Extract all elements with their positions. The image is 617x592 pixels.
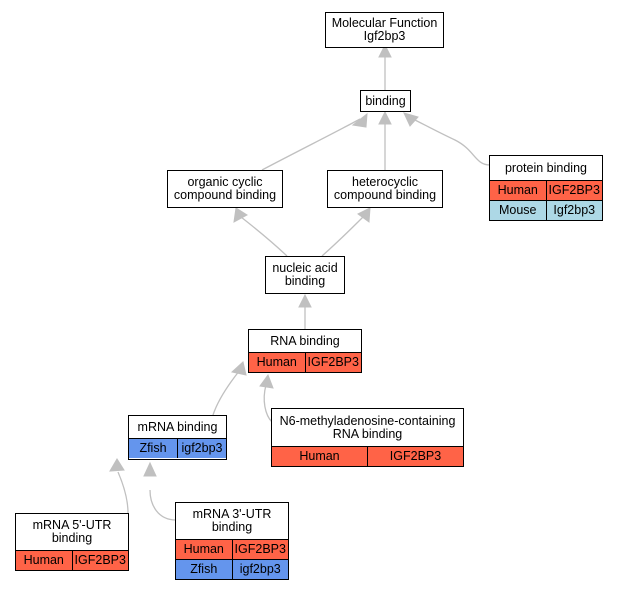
node-label-line2: compound binding bbox=[333, 188, 437, 202]
node-rna-binding[interactable]: RNA binding Human IGF2BP3 bbox=[248, 329, 362, 373]
node-mrna-binding[interactable]: mRNA binding Zfish igf2bp3 bbox=[128, 415, 227, 460]
node-label-line2: RNA binding bbox=[332, 426, 403, 441]
species-cell: Human bbox=[256, 355, 297, 369]
edge-organic-to-binding bbox=[261, 118, 361, 171]
species-cell: Human bbox=[497, 183, 538, 197]
arrowhead-binding-right bbox=[403, 112, 419, 127]
annotation-row-human: Human IGF2BP3 bbox=[249, 352, 361, 372]
gene-cell: IGF2BP3 bbox=[304, 353, 362, 372]
node-mrna-3utr-binding[interactable]: mRNA 3'-UTR binding Human IGF2BP3 Zfish … bbox=[175, 502, 289, 580]
node-binding[interactable]: binding bbox=[360, 90, 411, 112]
node-label: mRNA binding bbox=[137, 419, 218, 434]
node-organic-cyclic-compound-binding[interactable]: organic cyclic compound binding bbox=[167, 170, 283, 208]
edge-m6a-to-rna bbox=[263, 384, 273, 423]
gene-cell: IGF2BP3 bbox=[545, 181, 603, 200]
node-label: binding bbox=[365, 93, 406, 108]
species-cell: Zfish bbox=[190, 562, 218, 576]
species-cell: Human bbox=[183, 542, 224, 556]
annotation-row-human: Human IGF2BP3 bbox=[16, 550, 128, 570]
node-label-line1: organic cyclic bbox=[187, 175, 263, 189]
species-cell: Human bbox=[299, 449, 340, 463]
arrowhead-binding-left bbox=[351, 112, 368, 128]
node-molecular-function[interactable]: Molecular Function Igf2bp3 bbox=[325, 12, 444, 48]
node-heterocyclic-compound-binding[interactable]: heterocyclic compound binding bbox=[327, 170, 443, 208]
node-label-line2: compound binding bbox=[173, 188, 277, 202]
annotation-row-mouse: Mouse Igf2bp3 bbox=[490, 200, 602, 220]
node-label-line2: binding bbox=[51, 531, 93, 545]
gene-cell: IGF2BP3 bbox=[231, 540, 289, 559]
node-label-line1: Molecular Function bbox=[331, 16, 438, 30]
node-mrna-5utr-binding[interactable]: mRNA 5'-UTR binding Human IGF2BP3 bbox=[15, 513, 129, 571]
gene-cell: IGF2BP3 bbox=[367, 447, 463, 466]
arrowhead-rna-right bbox=[259, 373, 274, 389]
node-label: RNA binding bbox=[270, 333, 340, 348]
node-nucleic-acid-binding[interactable]: nucleic acid binding bbox=[265, 256, 345, 294]
annotation-row-human: Human IGF2BP3 bbox=[272, 446, 463, 466]
node-label-line2: Igf2bp3 bbox=[363, 29, 406, 43]
arrowhead-mrna-right bbox=[143, 461, 157, 477]
annotation-row-human: Human IGF2BP3 bbox=[176, 539, 288, 559]
node-label-line1: mRNA 5'-UTR bbox=[32, 518, 112, 532]
species-cell: Human bbox=[23, 553, 64, 567]
node-label-line2: binding bbox=[284, 274, 326, 288]
arrowhead-hetero bbox=[357, 207, 371, 223]
edge-nucleic-to-hetero bbox=[321, 216, 364, 257]
species-cell: Mouse bbox=[498, 203, 537, 217]
annotation-row-zfish: Zfish igf2bp3 bbox=[176, 559, 288, 579]
node-protein-binding[interactable]: protein binding Human IGF2BP3 Mouse Igf2… bbox=[489, 155, 603, 221]
arrowhead-mrna-left bbox=[109, 458, 125, 472]
node-label-line1: mRNA 3'-UTR bbox=[192, 507, 272, 521]
arrowhead-binding-center bbox=[378, 110, 392, 125]
node-label: protein binding bbox=[504, 160, 587, 175]
arrowhead-root bbox=[378, 43, 392, 58]
gene-cell: igf2bp3 bbox=[177, 439, 226, 458]
arrowhead-nucleic bbox=[298, 293, 312, 308]
edge-utr5-to-mrna bbox=[117, 471, 129, 514]
node-label-line1: nucleic acid bbox=[272, 261, 338, 275]
gene-cell: IGF2BP3 bbox=[71, 551, 129, 570]
node-n6-methyladenosine-containing-rna-binding[interactable]: N6-methyladenosine-containing RNA bindin… bbox=[271, 408, 464, 467]
arrowhead-organic bbox=[233, 207, 248, 223]
edge-nucleic-to-organic bbox=[240, 216, 288, 257]
edge-protein-to-binding bbox=[412, 118, 491, 166]
gene-cell: Igf2bp3 bbox=[545, 201, 603, 220]
gene-cell: igf2bp3 bbox=[231, 560, 289, 579]
arrowhead-rna-left bbox=[230, 361, 247, 376]
edge-mrna-to-rna bbox=[212, 369, 241, 416]
annotation-row-human: Human IGF2BP3 bbox=[490, 180, 602, 200]
node-label-line1: heterocyclic bbox=[352, 175, 418, 189]
annotation-row-zfish: Zfish igf2bp3 bbox=[129, 438, 226, 458]
node-label-line1: N6-methyladenosine-containing bbox=[279, 413, 456, 428]
node-label-line2: binding bbox=[211, 520, 253, 534]
species-cell: Zfish bbox=[139, 441, 167, 455]
edge-utr3-to-mrna bbox=[149, 489, 177, 521]
